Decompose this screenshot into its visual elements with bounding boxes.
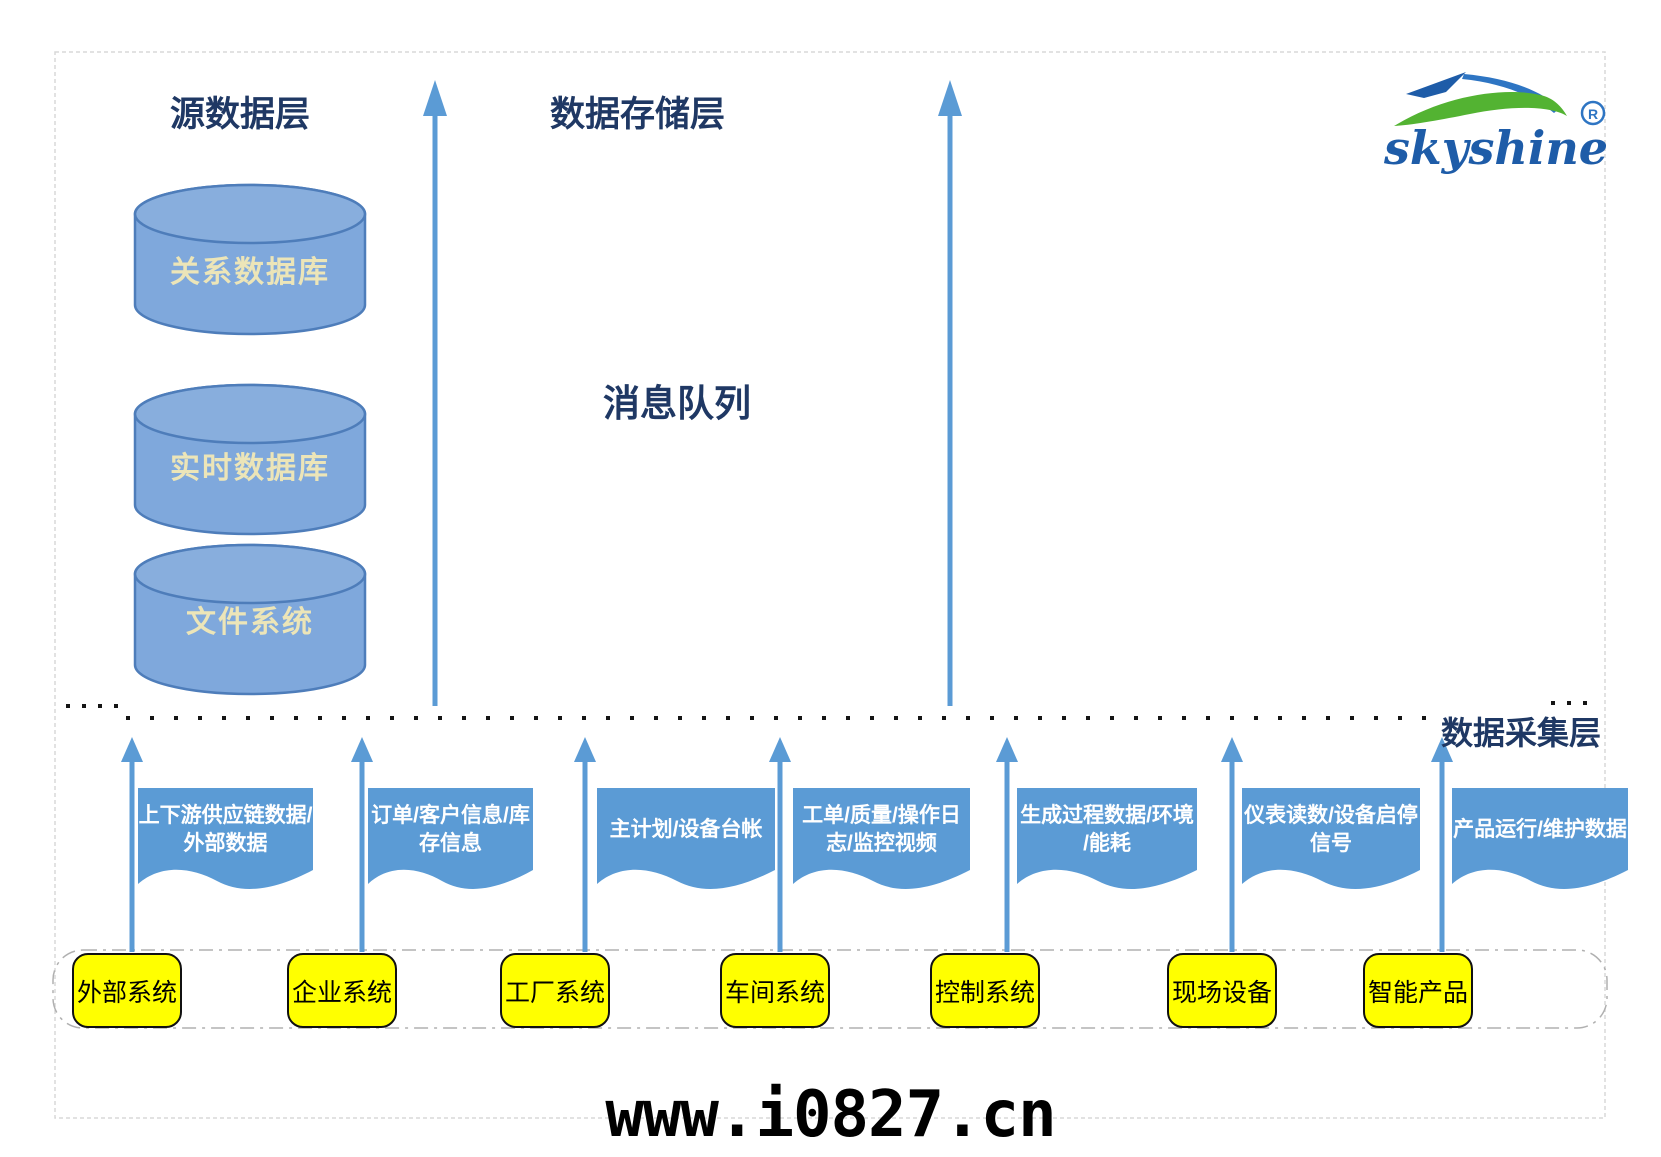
message-queue-label: 消息队列 <box>603 383 751 424</box>
arrow-head-6-icon <box>1221 737 1243 762</box>
data-flow-banner-3 <box>597 788 775 889</box>
arrow-head-3-icon <box>574 737 596 762</box>
arrow-head-1-icon <box>121 737 143 762</box>
skyshine-logo: skyshine R <box>1378 66 1613 176</box>
cylinder-top <box>133 183 367 245</box>
skyshine-logo-graphic: skyshine R <box>1383 72 1608 175</box>
banner-shape <box>1452 788 1628 889</box>
source-layer-label: 源数据层 <box>170 95 311 134</box>
collection-layer-label: 数据采集层 <box>1441 715 1602 751</box>
data-flow-banner-4 <box>793 788 970 889</box>
data-flow-banner-2 <box>368 788 533 889</box>
systems-container-border <box>52 949 1608 1029</box>
logo-wordmark: skyshine <box>1383 121 1608 175</box>
cylinder-realtime-db-label: 实时数据库 <box>170 452 330 485</box>
system-box-control: 控制系统 <box>930 953 1040 1028</box>
collection-dotted-divider <box>66 701 1597 720</box>
watermark: www.i0827.cn <box>605 1078 1056 1152</box>
collection-arrows <box>121 737 1453 952</box>
data-flow-label-1: 上下游供应链数据/ 外部数据 <box>138 803 313 855</box>
logo-swoosh-icon <box>1394 91 1567 126</box>
tall-arrow-left-head-icon <box>423 80 447 116</box>
logo-sail-icon <box>1406 72 1466 98</box>
cylinder-relational-db-label: 关系数据库 <box>170 256 330 289</box>
cylinder-file-system-label: 文件系统 <box>186 606 314 639</box>
system-box-enterprise: 企业系统 <box>287 953 397 1028</box>
banner-shape <box>1017 788 1197 889</box>
cylinder-relational-db <box>133 183 367 336</box>
data-flow-label-6: 仪表读数/设备启停 信号 <box>1244 803 1418 855</box>
diagram-outer-border <box>54 51 1606 1119</box>
data-flow-label-2: 订单/客户信息/库 存信息 <box>371 803 530 855</box>
tall-arrow-right-head-icon <box>938 80 962 116</box>
logo-registered-circle-icon <box>1580 100 1606 126</box>
system-box-workshop: 车间系统 <box>720 953 830 1028</box>
data-flow-label-5: 生成过程数据/环境 /能耗 <box>1020 803 1194 855</box>
storage-layer-label: 数据存储层 <box>550 95 726 134</box>
data-flow-banner-5 <box>1017 788 1197 889</box>
banner-shape <box>368 788 533 889</box>
arrow-head-7-icon <box>1431 737 1453 762</box>
banner-shape <box>1242 788 1420 889</box>
data-flow-label-7: 产品运行/维护数据 <box>1453 817 1627 841</box>
system-box-external: 外部系统 <box>72 953 182 1028</box>
system-box-smart-product: 智能产品 <box>1363 953 1473 1028</box>
data-flow-label-3: 主计划/设备台帐 <box>609 817 763 841</box>
storage-upload-arrows <box>423 80 962 706</box>
arrow-head-5-icon <box>996 737 1018 762</box>
cylinder-file-system <box>133 543 367 696</box>
data-flow-banner-7 <box>1452 788 1628 889</box>
data-flow-banner-1 <box>138 788 313 889</box>
data-flow-label-4: 工单/质量/操作日 志/监控视频 <box>802 803 961 855</box>
data-flow-banner-6 <box>1242 788 1420 889</box>
logo-registered-mark: R <box>1588 106 1598 122</box>
banner-shape <box>138 788 313 889</box>
banner-shape <box>597 788 775 889</box>
arrow-head-2-icon <box>351 737 373 762</box>
system-box-field-device: 现场设备 <box>1167 953 1277 1028</box>
cylinder-realtime-db <box>133 383 367 536</box>
arrow-head-4-icon <box>769 737 791 762</box>
system-box-factory: 工厂系统 <box>500 953 610 1028</box>
cylinder-top <box>133 543 367 605</box>
cylinder-top <box>133 383 367 445</box>
banner-shape <box>793 788 970 889</box>
